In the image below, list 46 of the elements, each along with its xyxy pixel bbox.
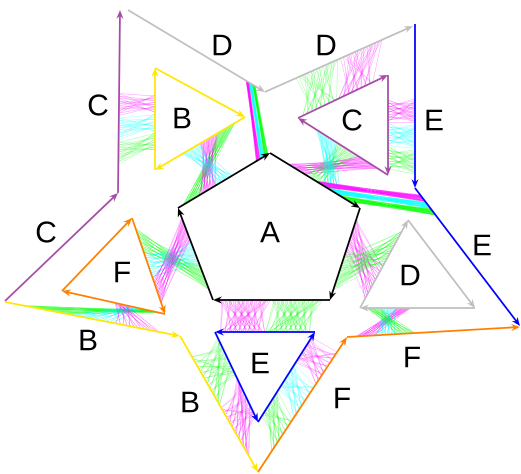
edge-bundle — [333, 230, 402, 290]
edge-bundle — [278, 364, 315, 418]
edge-bundle — [339, 195, 436, 216]
edge-bundle — [114, 302, 159, 332]
edge-bundle — [118, 93, 156, 116]
edge-bundle — [338, 40, 382, 99]
edge-bundle — [182, 144, 232, 186]
node-label: D — [214, 34, 232, 56]
edge-bundle — [366, 308, 416, 334]
triangle: D — [359, 219, 475, 312]
edge-bundle — [261, 391, 293, 452]
node-label: A — [260, 222, 280, 242]
edge-bundle — [266, 300, 324, 332]
node-label: C — [88, 94, 108, 116]
node-label: C — [36, 221, 56, 243]
node-label: F — [405, 346, 420, 368]
node-label: C — [342, 109, 362, 131]
edge-bundle — [152, 218, 191, 304]
node-label: F — [115, 262, 130, 282]
edge-bundle — [220, 300, 271, 332]
edge-bundle — [192, 337, 236, 406]
edge-bundle — [388, 146, 416, 174]
node-label: B — [182, 392, 198, 412]
node-label: F — [335, 388, 350, 408]
edge-bundle — [221, 378, 256, 456]
node-label: E — [474, 234, 491, 256]
node-label: E — [426, 110, 443, 130]
edge-bundle — [345, 218, 384, 299]
node-label: D — [318, 34, 336, 56]
edge-bundle — [376, 308, 396, 336]
edge-bundle — [388, 98, 416, 123]
pentagon: A — [178, 152, 361, 304]
edge-bundle — [252, 84, 268, 157]
edge-bundle — [118, 132, 156, 164]
edge-bundle — [388, 123, 416, 148]
edge-bundle — [296, 337, 338, 384]
edge-bundle — [246, 80, 260, 162]
edge-bundle — [315, 180, 426, 202]
edge-bundle — [118, 114, 156, 140]
node-label: B — [80, 330, 96, 350]
triangle: F — [61, 218, 166, 315]
edge-bundle — [327, 188, 431, 208]
node-label: B — [174, 108, 190, 128]
triangle: B — [151, 67, 246, 170]
triangle: C — [298, 75, 392, 176]
edge-bundle — [249, 82, 264, 159]
